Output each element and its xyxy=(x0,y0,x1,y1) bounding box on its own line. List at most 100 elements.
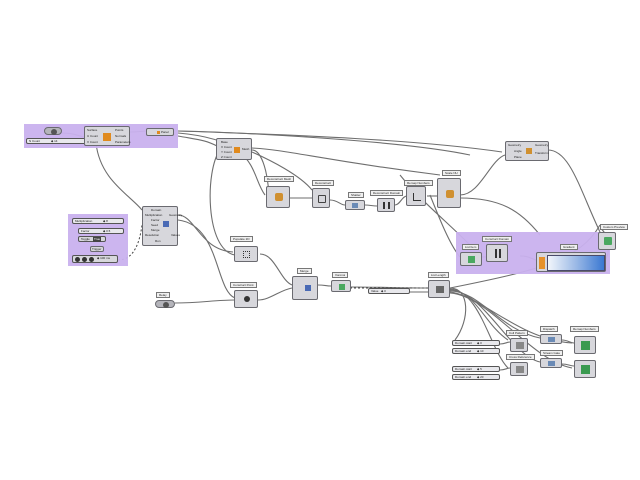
remap-green-icon xyxy=(581,341,590,350)
construct-point-component[interactable] xyxy=(234,290,258,308)
panel-top[interactable]: Panel xyxy=(146,128,174,136)
input-multiplication: Multiplication xyxy=(145,213,163,217)
construct-domain-component[interactable] xyxy=(486,244,508,262)
deconstruct-domain-component[interactable] xyxy=(377,198,395,212)
deconstruct-component[interactable] xyxy=(312,188,330,208)
cull-icon-2 xyxy=(516,366,524,373)
slider-label: Value xyxy=(371,289,379,293)
wire xyxy=(499,341,511,345)
list-item-component[interactable] xyxy=(460,252,482,266)
shatter-component[interactable] xyxy=(345,200,365,210)
n-count-slider[interactable]: N Count ◆ 14 xyxy=(26,138,86,144)
wire xyxy=(95,142,143,211)
slider-label: Domain start xyxy=(455,341,473,345)
factor-slider[interactable]: Factor ◆ 0.5 xyxy=(78,228,124,234)
cull-pattern-caption: Cull Pattern xyxy=(506,330,528,336)
custom-preview-component[interactable] xyxy=(598,232,616,250)
trigger-label: Trigger xyxy=(92,247,102,251)
voronoi-icon xyxy=(339,284,345,290)
preview-icon xyxy=(604,237,612,245)
toggle-boolean[interactable]: Toggle True xyxy=(78,236,106,242)
slider-label: Domain start xyxy=(455,367,473,371)
wire xyxy=(449,288,509,369)
domain-end-2[interactable]: Domain end ◆ 20 xyxy=(452,374,500,380)
play-icon[interactable] xyxy=(75,257,80,262)
random-component[interactable]: Domain Multiplication Factor Seed Merge … xyxy=(142,206,182,246)
list-length-caption: List Length xyxy=(428,272,449,278)
deconstruct-caption: Deconstruct xyxy=(312,180,335,186)
input-merge: Merge xyxy=(151,228,160,232)
list-length-icon xyxy=(436,286,444,293)
domain-start-2[interactable]: Domain start ◆ 5 xyxy=(452,366,500,372)
remap-component[interactable] xyxy=(406,186,426,206)
scale-icon xyxy=(446,190,454,198)
voronoi-component[interactable] xyxy=(331,280,351,292)
timer-value: ◆ 100 ms xyxy=(97,256,110,260)
output-geometry: Geometry xyxy=(169,213,183,217)
dispatch-component-2[interactable] xyxy=(540,358,562,368)
deconstruct-domain-caption: Deconstruct Domain xyxy=(370,190,404,196)
cull-pattern-component-2[interactable] xyxy=(510,362,528,376)
wire xyxy=(209,149,236,256)
scale-component[interactable] xyxy=(437,178,461,208)
deconstruct-mesh-component[interactable] xyxy=(266,186,290,208)
wire xyxy=(317,284,332,287)
toggle-button[interactable] xyxy=(44,127,62,135)
voronoi-caption: Voronoi xyxy=(332,272,349,278)
remap-component-3[interactable] xyxy=(574,360,596,378)
slider-value: ◆ 14 xyxy=(51,139,58,143)
dispatch-caption: Dispatch xyxy=(540,326,558,332)
dispatch-component-1[interactable] xyxy=(540,334,562,344)
list-icon xyxy=(468,256,475,263)
stop-icon[interactable] xyxy=(89,257,94,262)
relay-component[interactable] xyxy=(155,300,175,308)
gradient-caption: Gradient xyxy=(560,244,578,250)
remap-component-2[interactable] xyxy=(574,336,596,354)
pause-icon[interactable] xyxy=(82,257,87,262)
wire xyxy=(177,214,234,253)
construct-point-caption: Construct Point xyxy=(230,282,257,288)
input-v-count: V Count xyxy=(87,140,98,144)
construct-domain-caption: Construct Domain xyxy=(482,236,513,242)
wire xyxy=(561,363,575,367)
trigger-component[interactable]: Trigger xyxy=(90,246,104,252)
output-points: Points xyxy=(115,128,124,132)
geo-out-1: Geometry xyxy=(508,143,522,147)
merge-component[interactable] xyxy=(292,276,318,300)
wire xyxy=(177,130,503,153)
slider-label: Multiplication xyxy=(75,219,93,223)
dispatch-icon xyxy=(548,337,555,342)
geometry-component[interactable]: Geometry Angle Plane Geometry Transform xyxy=(505,141,549,161)
slider-label: N Count xyxy=(29,139,41,143)
output-normals: Normals xyxy=(115,134,127,138)
input-z-count: Z Count xyxy=(221,155,232,159)
panel-icon xyxy=(157,131,160,134)
populate-icon xyxy=(243,251,250,258)
domain-end-1[interactable]: Domain end ◆ 10 xyxy=(452,348,500,354)
geo-out-3: Plane xyxy=(514,155,522,159)
shatter-caption: Shatter xyxy=(348,192,364,198)
multiplication-slider[interactable]: Multiplication ◆ 8 xyxy=(72,218,124,224)
timer-control[interactable]: ◆ 100 ms xyxy=(72,255,118,263)
domain-start-1[interactable]: Domain start ◆ 0 xyxy=(452,340,500,346)
list-length-component[interactable] xyxy=(428,280,450,298)
box-component[interactable]: Base X Count Y Count Z Count Mesh xyxy=(216,138,252,160)
input-factor: Factor xyxy=(151,218,160,222)
division-component[interactable]: Surface U Count V Count Points Normals P… xyxy=(84,126,131,146)
wire xyxy=(364,204,378,207)
populate-component[interactable] xyxy=(234,246,258,262)
gradient-component[interactable] xyxy=(536,252,606,272)
geo-right-1: Geometry xyxy=(535,143,549,147)
point-icon xyxy=(244,296,250,302)
wire xyxy=(459,154,506,196)
value-slider[interactable]: Value ◆ 0 xyxy=(368,288,410,294)
box-icon xyxy=(234,147,240,153)
dispatch-icon-2 xyxy=(548,361,555,366)
cull-pattern-component-1[interactable] xyxy=(510,338,528,352)
shatter-icon xyxy=(352,203,358,208)
wire xyxy=(349,286,429,289)
relay-icon xyxy=(163,302,169,308)
slider-value: ◆ 10 xyxy=(477,349,484,353)
geo-right-2: Transform xyxy=(535,151,549,155)
input-x-count: X Count xyxy=(221,145,232,149)
